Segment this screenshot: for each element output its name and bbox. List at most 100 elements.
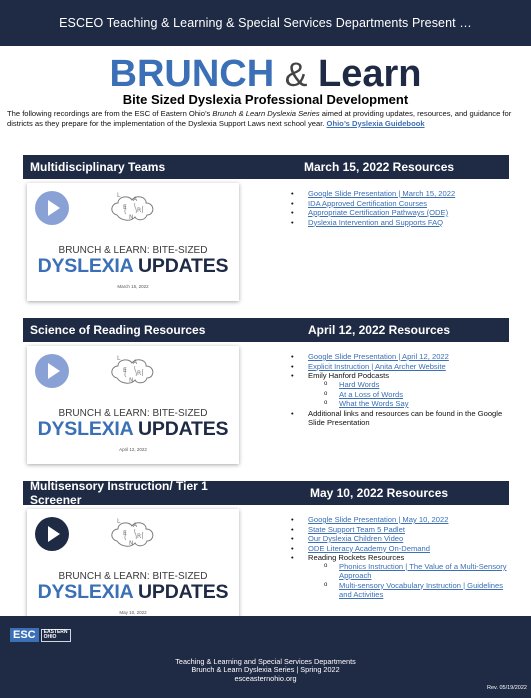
brain-logo-icon: L E A R N: [111, 355, 154, 384]
thumb-word-dyslexia: DYSLEXIA: [37, 418, 133, 440]
thumb-line-1: BRUNCH & LEARN: BITE-SIZED: [58, 571, 208, 582]
play-icon[interactable]: [35, 191, 69, 225]
list-item: Google Slide Presentation | March 15, 20…: [288, 189, 513, 198]
page-subtitle: Bite Sized Dyslexia Professional Develop…: [122, 92, 409, 107]
svg-text:E: E: [123, 367, 127, 374]
resource-link[interactable]: Google Slide Presentation | April 12, 20…: [308, 352, 449, 361]
brand-word-brunch: BRUNCH: [109, 53, 275, 95]
section-date-title: May 10, 2022 Resources: [309, 486, 449, 500]
brand-ampersand: &: [284, 56, 308, 94]
section-header: Science of Reading Resources April 12, 2…: [23, 318, 509, 342]
video-thumbnail[interactable]: L E A R N BRUNCH & LEARN: BITE-SIZED DYS…: [27, 183, 239, 301]
resource-link[interactable]: IDA Approved Certification Courses: [308, 198, 428, 208]
list-item: Hard Words: [308, 380, 513, 389]
resource-link[interactable]: Our Dyslexia Children Video: [308, 534, 404, 543]
thumb-word-dyslexia: DYSLEXIA: [37, 581, 133, 603]
section-header: Multisensory Instruction/ Tier 1 Screene…: [23, 479, 509, 507]
resource-link[interactable]: Explicit Instruction | Anita Archer Webs…: [308, 361, 446, 371]
thumb-word-updates: UPDATES: [138, 581, 229, 603]
thumb-line-1: BRUNCH & LEARN: BITE-SIZED: [58, 408, 208, 419]
list-item: State Support Team 5 Padlet: [288, 525, 513, 534]
resource-link[interactable]: Google Slide Presentation | March 15, 20…: [308, 189, 456, 198]
page-footer: ESC EASTERN OHIO Teaching & Learning and…: [0, 616, 531, 698]
svg-text:R: R: [137, 533, 141, 540]
rockets-label: Reading Rockets Resources: [308, 553, 405, 562]
section-multisensory-instruction: Multisensory Instruction/ Tier 1 Screene…: [23, 479, 509, 631]
footer-text: Teaching & Learning and Special Services…: [0, 657, 531, 683]
footer-line-2: Brunch & Learn Dyslexia Series | Spring …: [191, 665, 340, 675]
svg-text:L: L: [117, 355, 121, 362]
list-item: ODE Literacy Academy On-Demand: [288, 544, 513, 553]
thumb-line-2: DYSLEXIA UPDATES: [27, 581, 239, 604]
svg-text:N: N: [129, 377, 134, 384]
thumb-line-2: DYSLEXIA UPDATES: [27, 255, 239, 278]
podcast-sublist: Hard Words At a Loss of Words What the W…: [308, 380, 513, 408]
rockets-link[interactable]: Phonics Instruction | The Value of a Mul…: [339, 562, 507, 580]
intro-paragraph: The following recordings are from the ES…: [7, 109, 524, 128]
intro-series-name: Brunch & Learn Dyslexia Series: [212, 109, 320, 118]
list-item: IDA Approved Certification Courses: [288, 199, 513, 208]
play-icon[interactable]: [35, 354, 69, 388]
resource-link[interactable]: Dyslexia Intervention and Supports FAQ: [308, 217, 444, 227]
brain-logo-icon: L E A R N: [111, 192, 154, 221]
brand-title: BRUNCH & Learn: [0, 54, 531, 95]
rockets-sublist: Phonics Instruction | The Value of a Mul…: [308, 562, 513, 599]
svg-text:A: A: [133, 196, 138, 203]
intro-text-b: aimed at providing updates, resources, a…: [7, 109, 512, 128]
svg-text:L: L: [117, 518, 121, 525]
thumb-date: April 12, 2022: [119, 447, 147, 452]
list-item: Our Dyslexia Children Video: [288, 534, 513, 543]
section-date-title: March 15, 2022 Resources: [303, 160, 455, 174]
resource-link[interactable]: State Support Team 5 Padlet: [308, 524, 405, 534]
brain-logo-icon: L E A R N: [111, 518, 154, 547]
section-title: Science of Reading Resources: [30, 323, 206, 337]
section-multidisciplinary-teams: Multidisciplinary Teams March 15, 2022 R…: [23, 155, 509, 305]
thumb-date: March 15, 2022: [117, 284, 149, 289]
list-item: Google Slide Presentation | April 12, 20…: [288, 352, 513, 361]
resource-list: Google Slide Presentation | May 10, 2022…: [288, 515, 513, 599]
thumb-date: May 10, 2022: [119, 610, 147, 615]
svg-text:E: E: [123, 530, 127, 537]
svg-text:E: E: [123, 204, 127, 211]
section-title: Multisensory Instruction/ Tier 1 Screene…: [30, 479, 208, 507]
svg-text:R: R: [137, 370, 141, 377]
svg-text:A: A: [133, 359, 138, 366]
podcast-link[interactable]: What the Words Say: [339, 399, 409, 408]
resource-list: Google Slide Presentation | March 15, 20…: [288, 189, 513, 227]
section-title: Multidisciplinary Teams: [30, 160, 166, 174]
list-item: Additional links and resources can be fo…: [288, 409, 513, 427]
list-item: What the Words Say: [308, 399, 513, 408]
podcast-link[interactable]: At a Loss of Words: [339, 389, 404, 399]
resource-link[interactable]: ODE Literacy Academy On-Demand: [308, 543, 430, 553]
guidebook-link[interactable]: Ohio’s Dyslexia Guidebook: [326, 118, 425, 128]
list-item: Appropriate Certification Pathways (ODE): [288, 208, 513, 217]
list-item: Multi-sensory Vocabulary Instruction | G…: [308, 581, 513, 599]
section-header: Multidisciplinary Teams March 15, 2022 R…: [23, 155, 509, 179]
footer-line-1: Teaching & Learning and Special Services…: [175, 657, 356, 666]
rockets-link[interactable]: Multi-sensory Vocabulary Instruction | G…: [339, 580, 504, 599]
thumb-word-updates: UPDATES: [138, 418, 229, 440]
section-science-of-reading: Science of Reading Resources April 12, 2…: [23, 318, 509, 468]
svg-text:L: L: [117, 192, 121, 199]
video-thumbnail[interactable]: L E A R N BRUNCH & LEARN: BITE-SIZED DYS…: [27, 346, 239, 464]
video-thumbnail[interactable]: L E A R N BRUNCH & LEARN: BITE-SIZED DYS…: [27, 509, 239, 627]
resource-link[interactable]: Appropriate Certification Pathways (ODE): [308, 208, 449, 217]
list-item: Reading Rockets Resources Phonics Instru…: [288, 553, 513, 599]
thumb-word-updates: UPDATES: [138, 255, 229, 277]
intro-text-a: The following recordings are from the ES…: [7, 109, 213, 118]
thumb-line-2: DYSLEXIA UPDATES: [27, 418, 239, 441]
esc-logo: ESC EASTERN OHIO: [10, 626, 71, 644]
additional-note: Additional links and resources can be fo…: [308, 408, 503, 427]
section-date-title: April 12, 2022 Resources: [307, 323, 451, 337]
podcast-link[interactable]: Hard Words: [339, 380, 380, 389]
footer-line-3[interactable]: esceasternohio.org: [234, 673, 297, 683]
svg-text:N: N: [129, 540, 134, 547]
play-icon[interactable]: [35, 517, 69, 551]
brand-word-learn: Learn: [317, 53, 422, 95]
list-item: Emily Hanford Podcasts Hard Words At a L…: [288, 371, 513, 408]
resource-link[interactable]: Google Slide Presentation | May 10, 2022: [308, 515, 449, 524]
podcasts-label: Emily Hanford Podcasts: [308, 371, 390, 380]
svg-text:A: A: [133, 522, 138, 529]
list-item: Phonics Instruction | The Value of a Mul…: [308, 562, 513, 580]
list-item: Dyslexia Intervention and Supports FAQ: [288, 218, 513, 227]
